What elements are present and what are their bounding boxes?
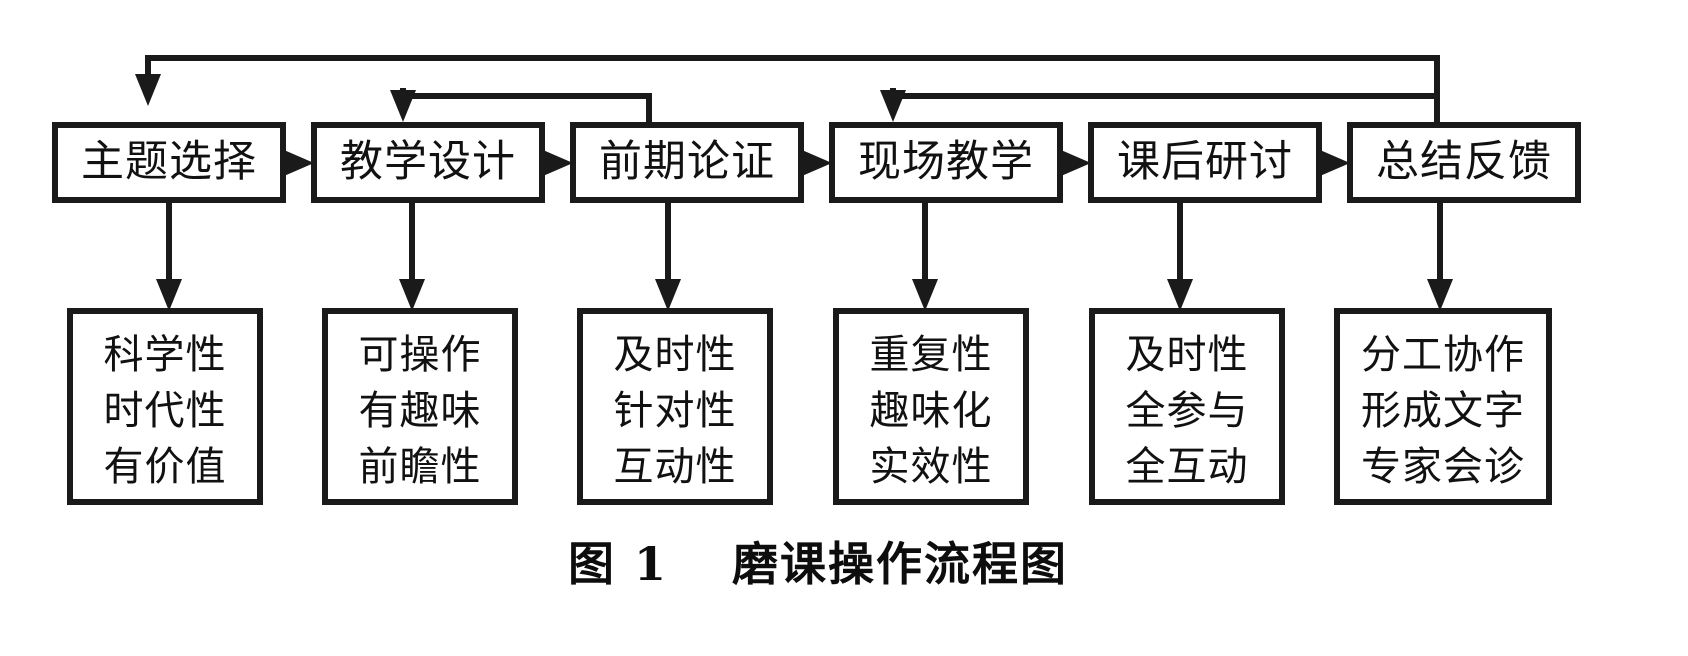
sequence-arrow-1 [283,150,314,176]
attribute-line: 有趣味 [359,388,482,434]
sequence-arrow-5 [1319,150,1350,176]
attribute-line: 全参与 [1126,388,1249,434]
stage-box-live-teaching[interactable]: 现场教学 [829,122,1063,203]
stage-label: 主题选择 [81,137,257,187]
attribute-box-teaching-design[interactable]: 可操作 有趣味 前瞻性 [322,308,518,505]
attribute-line: 趣味化 [870,388,993,434]
attribute-box-pre-argument[interactable]: 及时性 针对性 互动性 [577,308,773,505]
attribute-line: 实效性 [870,444,993,490]
attribute-line: 全互动 [1126,444,1249,490]
stage-box-topic-selection[interactable]: 主题选择 [52,122,286,203]
attribute-box-live-teaching[interactable]: 重复性 趣味化 实效性 [833,308,1029,505]
attribute-line: 有价值 [104,444,227,490]
attribute-arrow-teaching-design [399,200,425,311]
attribute-line: 前瞻性 [359,444,482,490]
feedback-arrow-summary-to-live-teaching [880,88,1440,124]
stage-box-post-discussion[interactable]: 课后研讨 [1088,122,1322,203]
attribute-line: 及时性 [1126,332,1249,378]
figure-caption: 图 1 磨课操作流程图 [568,537,1068,591]
attribute-line: 及时性 [614,332,737,378]
attribute-line: 科学性 [104,332,227,378]
attribute-arrow-live-teaching [912,200,938,311]
sequence-arrow-4 [1060,150,1091,176]
caption-title: 磨课操作流程图 [732,537,1068,591]
attribute-line: 时代性 [104,388,227,434]
caption-number: 图 1 [568,537,668,591]
attribute-box-topic-selection[interactable]: 科学性 时代性 有价值 [67,308,263,505]
attribute-box-summary-feedback[interactable]: 分工协作 形成文字 专家会诊 [1334,308,1552,505]
stage-label: 现场教学 [858,137,1034,187]
sequence-arrow-2 [542,150,573,176]
stage-label: 教学设计 [340,137,516,187]
stage-box-pre-argument[interactable]: 前期论证 [570,122,804,203]
attribute-arrow-topic-selection [156,200,182,311]
stage-label: 总结反馈 [1376,137,1552,187]
stage-label: 课后研讨 [1117,137,1293,187]
stage-box-teaching-design[interactable]: 教学设计 [311,122,545,203]
stage-box-summary-feedback[interactable]: 总结反馈 [1347,122,1581,203]
attribute-line: 针对性 [614,388,737,434]
feedback-arrow-pre-argument-to-design [390,88,652,124]
attribute-line: 专家会诊 [1361,444,1525,490]
attribute-line: 可操作 [359,332,482,378]
feedback-arrow-summary-to-topic [135,55,1440,124]
sequence-arrow-3 [801,150,832,176]
attribute-line: 重复性 [870,332,993,378]
attribute-arrow-post-discussion [1167,200,1193,311]
attribute-line: 互动性 [614,444,737,490]
attribute-line: 形成文字 [1361,388,1525,434]
attribute-arrow-summary-feedback [1427,200,1453,311]
stage-label: 前期论证 [599,137,775,187]
attribute-line: 分工协作 [1361,332,1525,378]
attribute-box-post-discussion[interactable]: 及时性 全参与 全互动 [1089,308,1285,505]
attribute-arrow-pre-argument [655,200,681,311]
